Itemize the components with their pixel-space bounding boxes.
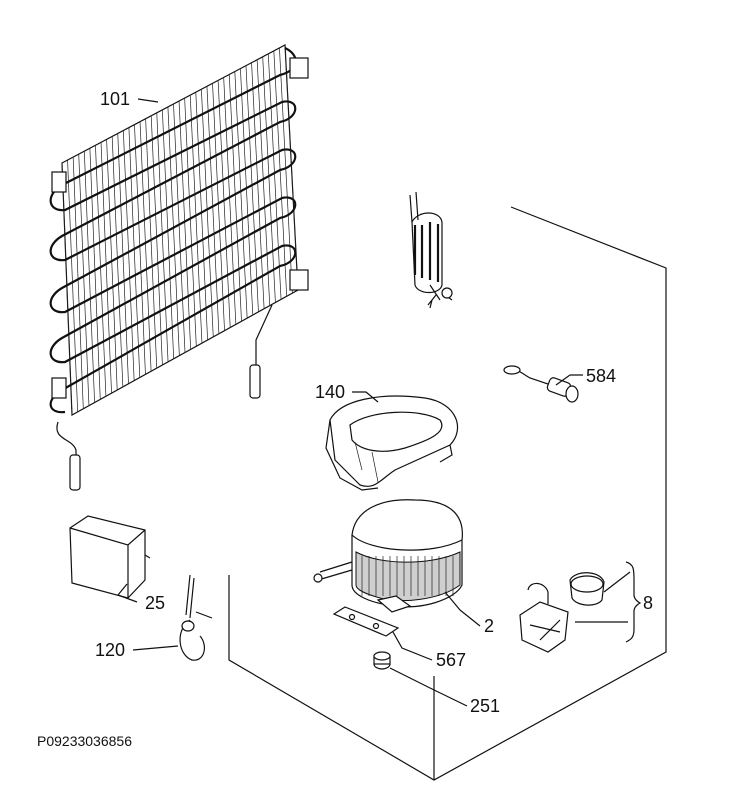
condenser-wire xyxy=(78,154,90,406)
compressor-2 xyxy=(313,499,463,613)
condenser-wire xyxy=(106,139,118,391)
condenser-wire xyxy=(206,86,220,334)
condenser-wire xyxy=(134,124,146,375)
relay-box-25 xyxy=(69,515,151,599)
condenser-wire xyxy=(89,148,101,400)
compressor-tray-140 xyxy=(325,395,459,491)
drawing-code: P09233036856 xyxy=(37,733,132,749)
label-sensor: 584 xyxy=(586,366,616,386)
starter-group-8 xyxy=(519,561,642,653)
condenser-wire xyxy=(162,109,175,359)
condenser-wire xyxy=(167,106,180,356)
condenser-wire xyxy=(178,101,191,350)
condenser-wire xyxy=(67,160,78,412)
condenser-wire xyxy=(262,56,276,303)
condenser-wire xyxy=(273,50,288,297)
label-relay-box: 25 xyxy=(145,593,165,613)
condenser-wire xyxy=(195,92,208,341)
condenser-wire xyxy=(251,62,265,309)
condenser-wire xyxy=(95,145,107,397)
sensor-584 xyxy=(503,365,579,403)
condenser-wire xyxy=(240,68,254,316)
condenser-wire xyxy=(100,142,112,394)
condenser-wire xyxy=(284,44,299,291)
condenser-wire xyxy=(267,53,282,300)
condenser-wire xyxy=(189,95,203,344)
mount-plate-567 xyxy=(332,606,400,637)
label-mount-plate: 567 xyxy=(436,650,466,670)
condenser-wire xyxy=(156,112,169,362)
heater-coil xyxy=(409,191,453,309)
condenser-wire xyxy=(173,103,186,353)
condenser-wire xyxy=(228,74,242,322)
label-starter-group: 8 xyxy=(643,593,653,613)
condenser-wire xyxy=(256,59,271,306)
pipe-valve-120 xyxy=(179,574,213,661)
label-condenser: 101 xyxy=(100,89,130,109)
condenser-wire xyxy=(234,71,248,319)
condenser-wire xyxy=(217,80,231,328)
label-compressor: 2 xyxy=(484,616,494,636)
condenser-wire xyxy=(279,47,293,294)
condenser-wire xyxy=(83,151,95,403)
condenser-101 xyxy=(49,44,309,491)
grommet-251 xyxy=(373,651,391,670)
condenser-wire xyxy=(212,83,225,331)
condenser-wire xyxy=(139,121,152,372)
condenser-wire xyxy=(201,89,214,337)
condenser-wire xyxy=(122,130,135,381)
condenser-wire xyxy=(117,133,129,384)
leader-lines xyxy=(117,98,583,707)
condenser-wire xyxy=(150,115,163,366)
label-compressor-tray: 140 xyxy=(315,382,345,402)
condenser-wire xyxy=(128,127,141,378)
condenser-wire xyxy=(111,136,124,387)
condenser-wire xyxy=(184,98,197,347)
label-grommet: 251 xyxy=(470,696,500,716)
condenser-wire xyxy=(145,118,158,369)
cabinet-outline xyxy=(228,206,667,781)
condenser-wire xyxy=(223,77,237,325)
label-pipe-valve: 120 xyxy=(95,640,125,660)
condenser-wire xyxy=(72,157,84,409)
condenser-wire xyxy=(245,65,259,312)
condenser-wire xyxy=(61,162,73,416)
